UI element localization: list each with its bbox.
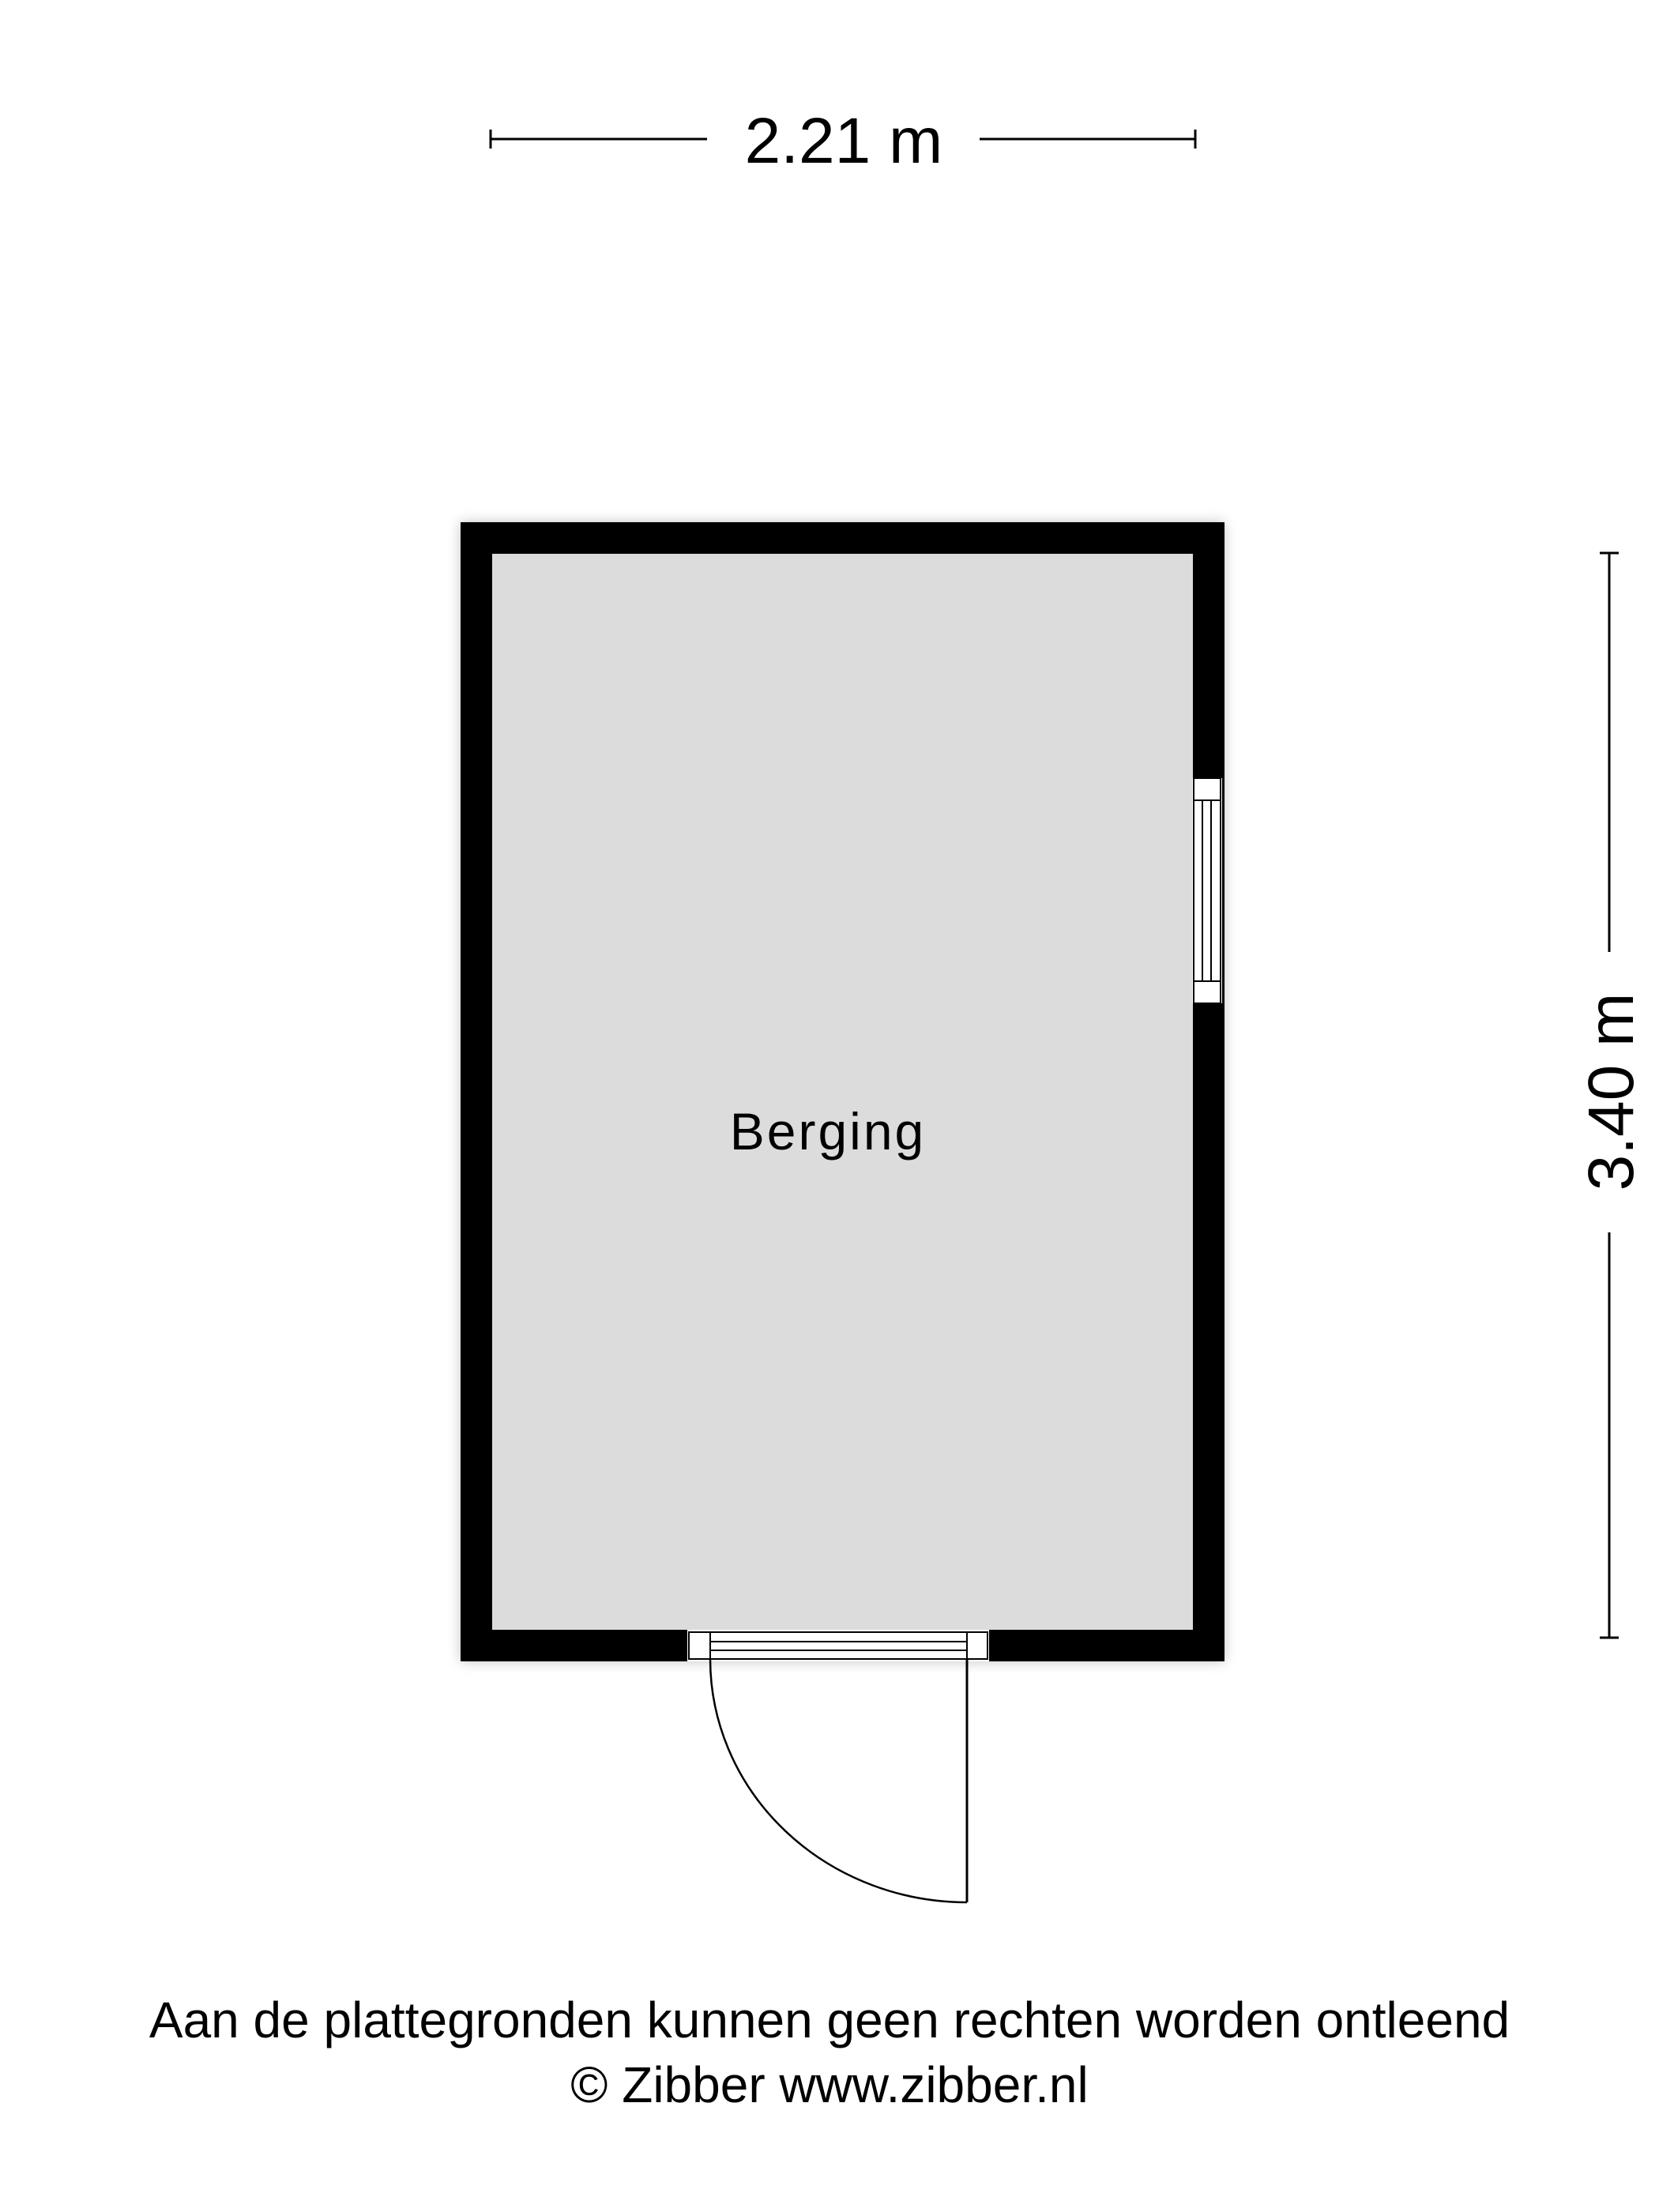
door — [687, 1630, 989, 1904]
disclaimer: Aan de plattegronden kunnen geen rechten… — [149, 1992, 1510, 2048]
copyright: © Zibber www.zibber.nl — [570, 2056, 1089, 2113]
window — [1192, 777, 1222, 1004]
width-dimension: 2.21 m — [489, 105, 1197, 177]
room-label: Berging — [730, 1102, 927, 1161]
height-dimension: 3.40 m — [1575, 551, 1647, 1639]
width-label: 2.21 m — [745, 105, 943, 177]
room-berging — [492, 554, 1193, 1630]
height-label: 3.40 m — [1575, 993, 1647, 1191]
